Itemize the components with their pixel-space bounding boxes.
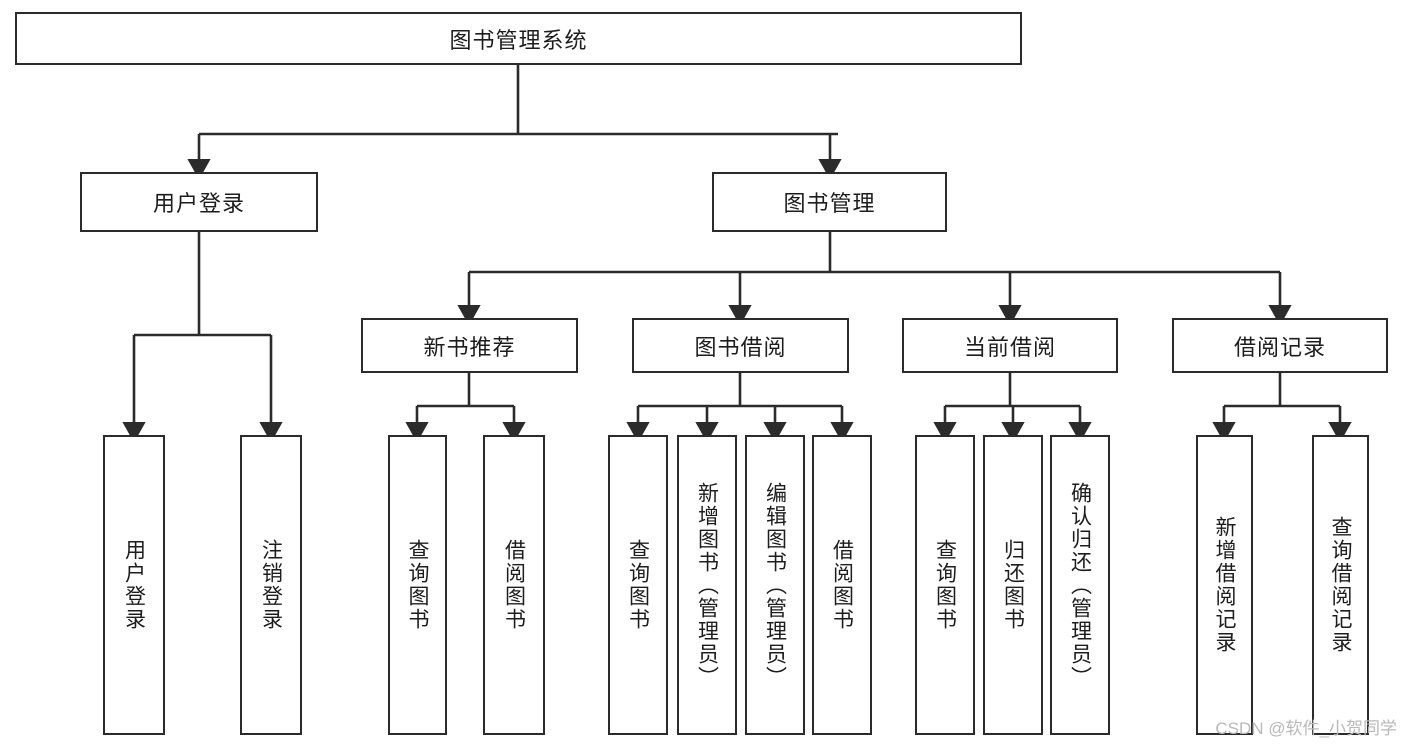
leaf-query-book-borrow[interactable]: 查询图书: [608, 435, 668, 735]
node-user-login-label: 用户登录: [152, 191, 245, 216]
node-current-borrow[interactable]: 当前借阅: [902, 318, 1118, 373]
leaf-return-book-label: 归还图书: [1001, 539, 1025, 631]
leaf-add-book-admin[interactable]: 新增图书（管理员）: [677, 435, 737, 735]
leaf-edit-book-admin[interactable]: 编辑图书（管理员）: [745, 435, 805, 735]
leaf-query-book-rec-label: 查询图书: [406, 539, 429, 631]
leaf-user-login[interactable]: 用户登录: [103, 435, 165, 735]
node-borrow-record[interactable]: 借阅记录: [1172, 318, 1388, 373]
leaf-query-borrow-record[interactable]: 查询借阅记录: [1312, 435, 1369, 735]
leaf-confirm-return-admin[interactable]: 确认归还（管理员）: [1050, 435, 1110, 735]
node-book-management-label: 图书管理: [783, 191, 876, 216]
node-book-borrow[interactable]: 图书借阅: [632, 318, 849, 373]
leaf-query-borrow-record-label: 查询借阅记录: [1329, 516, 1352, 654]
leaf-user-login-label: 用户登录: [122, 539, 146, 631]
leaf-add-book-admin-label: 新增图书（管理员）: [695, 481, 719, 689]
leaf-edit-book-admin-label: 编辑图书（管理员）: [763, 481, 787, 689]
leaf-confirm-return-admin-label: 确认归还（管理员）: [1068, 481, 1092, 689]
node-user-login[interactable]: 用户登录: [80, 172, 318, 232]
leaf-borrow-book[interactable]: 借阅图书: [812, 435, 872, 735]
node-current-borrow-label: 当前借阅: [963, 334, 1056, 360]
node-book-management[interactable]: 图书管理: [712, 172, 947, 232]
leaf-logout-label: 注销登录: [259, 539, 283, 631]
node-borrow-record-label: 借阅记录: [1233, 334, 1326, 360]
leaf-query-book-current-label: 查询图书: [933, 539, 957, 631]
node-new-book-recommend[interactable]: 新书推荐: [361, 318, 578, 373]
leaf-query-book-borrow-label: 查询图书: [626, 539, 650, 631]
node-book-borrow-label: 图书借阅: [694, 334, 787, 360]
leaf-borrow-book-rec-label: 借阅图书: [502, 539, 526, 631]
leaf-logout[interactable]: 注销登录: [240, 435, 302, 735]
leaf-return-book[interactable]: 归还图书: [983, 435, 1043, 735]
leaf-query-book-rec[interactable]: 查询图书: [388, 435, 447, 735]
node-root-label: 图书管理系统: [449, 27, 588, 53]
leaf-borrow-book-label: 借阅图书: [830, 539, 854, 631]
node-new-book-recommend-label: 新书推荐: [423, 334, 516, 360]
leaf-add-borrow-record-label: 新增借阅记录: [1213, 516, 1236, 654]
leaf-query-book-current[interactable]: 查询图书: [915, 435, 975, 735]
leaf-borrow-book-rec[interactable]: 借阅图书: [483, 435, 545, 735]
node-root[interactable]: 图书管理系统: [15, 12, 1022, 65]
leaf-add-borrow-record[interactable]: 新增借阅记录: [1196, 435, 1253, 735]
